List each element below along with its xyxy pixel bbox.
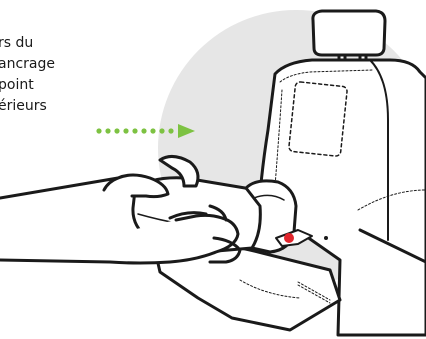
dotted-arrow-right-icon	[96, 124, 195, 138]
